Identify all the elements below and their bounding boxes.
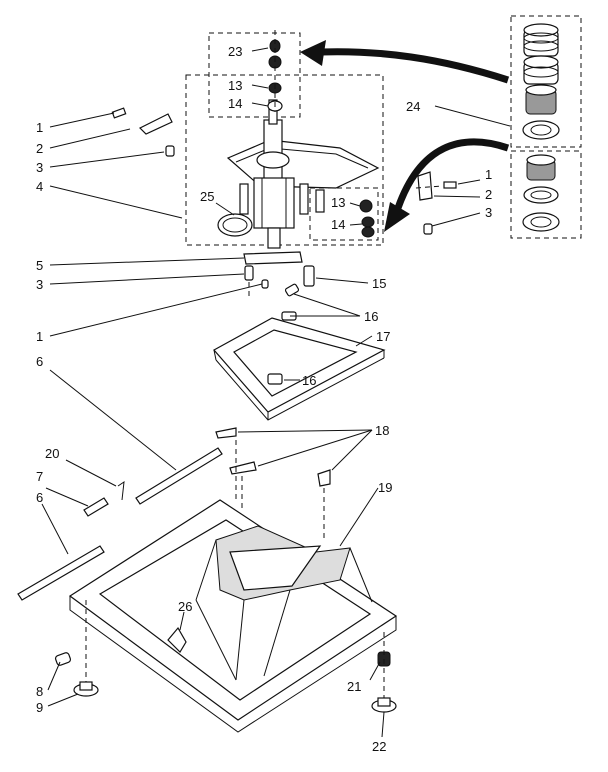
seal-group-box <box>309 187 379 241</box>
callout-18: 18 <box>375 423 390 438</box>
callout-3: 3 <box>36 277 44 292</box>
kit-box-lower <box>510 150 582 239</box>
suspension-frame <box>213 311 386 421</box>
callout-21: 21 <box>347 679 362 694</box>
callout-1: 1 <box>36 329 44 344</box>
callout-1: 1 <box>36 120 44 135</box>
callout-20: 20 <box>45 446 60 461</box>
kit-box-upper <box>510 15 582 148</box>
callout-19: 19 <box>378 480 393 495</box>
callout-6: 6 <box>36 354 44 369</box>
callout-3: 3 <box>485 205 493 220</box>
callout-3: 3 <box>36 160 44 175</box>
callout-22: 22 <box>372 739 387 754</box>
callout-16: 16 <box>364 309 379 324</box>
callout-23: 23 <box>228 44 243 59</box>
callout-1: 1 <box>485 167 493 182</box>
curved-arrow-upper <box>319 48 510 84</box>
callout-26: 26 <box>178 599 193 614</box>
arrowhead-upper <box>300 40 326 66</box>
callout-8: 8 <box>36 684 44 699</box>
callout-5: 5 <box>36 258 44 273</box>
seal-parts <box>359 199 375 238</box>
callout-2: 2 <box>485 187 493 202</box>
callout-4: 4 <box>36 179 44 194</box>
small-hardware <box>111 107 457 297</box>
arrowhead-lower <box>384 202 410 232</box>
ring-part-25 <box>217 213 253 237</box>
callout-14: 14 <box>331 217 346 232</box>
callout-14: 14 <box>228 96 243 111</box>
callout-2: 2 <box>36 141 44 156</box>
callout-9: 9 <box>36 700 44 715</box>
rails-and-brackets <box>17 427 331 601</box>
kit-parts <box>522 23 560 232</box>
alignment-lines <box>85 30 443 698</box>
callout-15: 15 <box>372 276 387 291</box>
callout-13: 13 <box>331 195 346 210</box>
callout-13: 13 <box>228 78 243 93</box>
leader-lines <box>41 47 511 738</box>
callout-17: 17 <box>376 329 391 344</box>
transmission-group-box <box>185 74 384 246</box>
callout-7: 7 <box>36 469 44 484</box>
callout-24: 24 <box>406 99 421 114</box>
curved-arrow-lower <box>394 138 510 210</box>
transmission-assembly <box>226 99 380 249</box>
callout-25: 25 <box>200 189 215 204</box>
callout-6: 6 <box>36 490 44 505</box>
callout-16: 16 <box>302 373 317 388</box>
base-frame <box>68 499 398 733</box>
